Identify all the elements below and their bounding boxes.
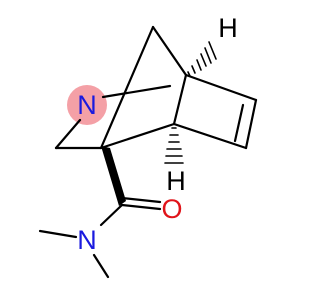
top-hydrogen-label: H xyxy=(218,13,238,43)
molecule-diagram: N H H O N xyxy=(38,13,258,279)
bond-ch2-n xyxy=(54,118,82,150)
hashed-wedge-top xyxy=(187,41,217,77)
solid-wedge-carboxamide xyxy=(101,146,126,206)
hashed-wedge-bottom xyxy=(164,127,184,164)
bottom-hydrogen-label: H xyxy=(166,166,186,196)
bond-ctop-cright xyxy=(151,25,188,77)
bond-alkene-outer xyxy=(244,98,258,150)
bond-n-cbridgetop xyxy=(101,84,172,99)
bond-ctop-cquat xyxy=(99,25,155,150)
bond-c-namide xyxy=(99,203,124,227)
ring-nitrogen-label: N xyxy=(77,90,97,120)
structure-svg: N H H O N xyxy=(38,13,258,279)
bond-n-methyl1 xyxy=(38,229,78,239)
bond-calkene2-cbridgehead xyxy=(172,122,248,150)
nitrogen-highlight xyxy=(67,85,107,125)
amide-nitrogen-label: N xyxy=(77,225,97,255)
bond-cbridgehead-cright xyxy=(172,73,188,126)
bond-alkene-inner xyxy=(233,103,245,143)
bond-cright-calkene1 xyxy=(184,73,258,102)
bond-cbridgehead-cquat xyxy=(99,122,176,150)
carbonyl-oxygen-label: O xyxy=(161,194,182,224)
bond-n-methyl2 xyxy=(92,253,110,279)
bond-co-1 xyxy=(120,203,162,211)
bond-co-2 xyxy=(120,196,162,204)
